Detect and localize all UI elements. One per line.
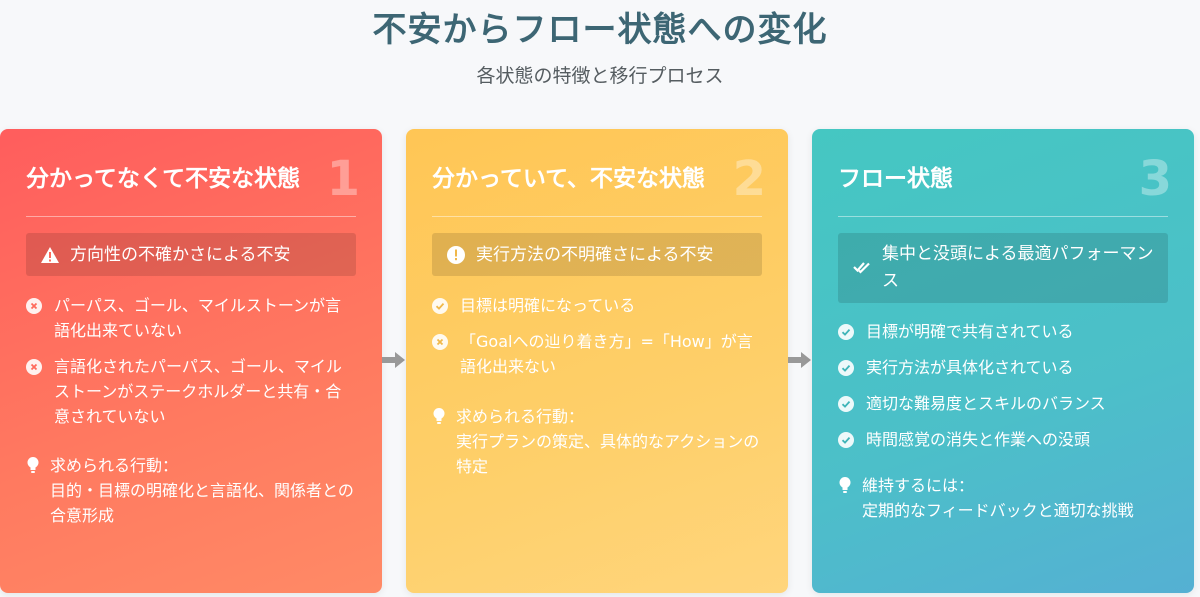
action-label: 求められる行動： (456, 407, 585, 426)
action-label: 維持するには： (862, 476, 975, 495)
action-text: 目的・目標の明確化と言語化、関係者との合意形成 (50, 481, 354, 525)
action-text: 実行プランの策定、具体的なアクションの特定 (456, 432, 760, 476)
action-block: 求められる行動： 目的・目標の明確化と言語化、関係者との合意形成 (26, 453, 356, 528)
card-number: 2 (732, 151, 766, 207)
x-circle-icon (26, 359, 42, 375)
warning-icon (41, 247, 59, 263)
check-circle-icon (838, 432, 854, 448)
state-card-2: 2 分かっていて、不安な状態 実行方法の不明確さによる不安 目標は明確になってい… (406, 129, 788, 593)
page-subtitle: 各状態の特徴と移行プロセス (476, 65, 724, 87)
item-list: パーパス、ゴール、マイルストーンが言語化出来ていない 言語化されたパーパス、ゴー… (26, 293, 356, 440)
item-text: 「Goalへの辿り着き方」=「How」が言語化出来ない (460, 332, 753, 376)
list-item: 「Goalへの辿り着き方」=「How」が言語化出来ない (432, 329, 762, 379)
action-text: 定期的なフィードバックと適切な挑戦 (862, 501, 1134, 520)
card-highlight: 実行方法の不明確さによる不安 (432, 233, 762, 276)
action-label: 求められる行動： (50, 456, 179, 475)
list-item: 時間感覚の消失と作業への没頭 (838, 427, 1168, 452)
list-item: 目標は明確になっている (432, 293, 762, 318)
highlight-text: 集中と没頭による最適パフォーマンス (882, 244, 1154, 291)
list-item: 目標が明確で共有されている (838, 319, 1168, 344)
list-item: 適切な難易度とスキルのバランス (838, 391, 1168, 416)
item-text: 言語化されたパーパス、ゴール、マイルストーンがステークホルダーと共有・合意されて… (54, 357, 342, 426)
item-text: 目標は明確になっている (460, 296, 636, 315)
highlight-text: 実行方法の不明確さによる不安 (476, 245, 714, 265)
lightbulb-icon (839, 477, 851, 493)
double-check-icon (853, 262, 870, 274)
card-highlight: 集中と没頭による最適パフォーマンス (838, 233, 1168, 303)
x-circle-icon (26, 298, 42, 314)
item-text: 時間感覚の消失と作業への没頭 (866, 430, 1091, 449)
list-item: パーパス、ゴール、マイルストーンが言語化出来ていない (26, 293, 356, 343)
list-item: 実行方法が具体化されている (838, 355, 1168, 380)
check-circle-icon (838, 324, 854, 340)
check-circle-icon (432, 298, 448, 314)
action-block: 維持するには： 定期的なフィードバックと適切な挑戦 (838, 473, 1168, 523)
list-item: 言語化されたパーパス、ゴール、マイルストーンがステークホルダーと共有・合意されて… (26, 354, 356, 429)
divider (838, 216, 1168, 217)
divider (432, 216, 762, 217)
card-highlight: 方向性の不確かさによる不安 (26, 233, 356, 276)
lightbulb-icon (27, 457, 39, 473)
arrow-right-icon (382, 352, 405, 368)
arrow-right-icon (788, 352, 811, 368)
highlight-text: 方向性の不確かさによる不安 (70, 245, 291, 265)
page-title: 不安からフロー状態への変化 (372, 10, 828, 50)
state-card-3: 3 フロー状態 集中と没頭による最適パフォーマンス 目標が明確で共有されている … (812, 129, 1194, 593)
lightbulb-icon (433, 408, 445, 424)
action-block: 求められる行動： 実行プランの策定、具体的なアクションの特定 (432, 404, 762, 479)
state-card-1: 1 分かってなくて不安な状態 方向性の不確かさによる不安 パーパス、ゴール、マイ… (0, 129, 382, 593)
card-title: 分かっていて、不安な状態 (432, 166, 706, 192)
x-circle-icon (432, 334, 448, 350)
exclamation-circle-icon (447, 246, 465, 264)
item-text: パーパス、ゴール、マイルストーンが言語化出来ていない (54, 296, 342, 340)
item-list: 目標が明確で共有されている 実行方法が具体化されている 適切な難易度とスキルのバ… (838, 319, 1168, 463)
card-number: 1 (326, 151, 360, 207)
item-text: 実行方法が具体化されている (866, 358, 1074, 377)
check-circle-icon (838, 396, 854, 412)
check-circle-icon (838, 360, 854, 376)
card-number: 3 (1138, 151, 1172, 207)
item-list: 目標は明確になっている 「Goalへの辿り着き方」=「How」が言語化出来ない (432, 293, 762, 390)
divider (26, 216, 356, 217)
card-title: 分かってなくて不安な状態 (26, 166, 301, 192)
item-text: 目標が明確で共有されている (866, 322, 1074, 341)
item-text: 適切な難易度とスキルのバランス (866, 394, 1106, 413)
card-title: フロー状態 (838, 166, 953, 192)
